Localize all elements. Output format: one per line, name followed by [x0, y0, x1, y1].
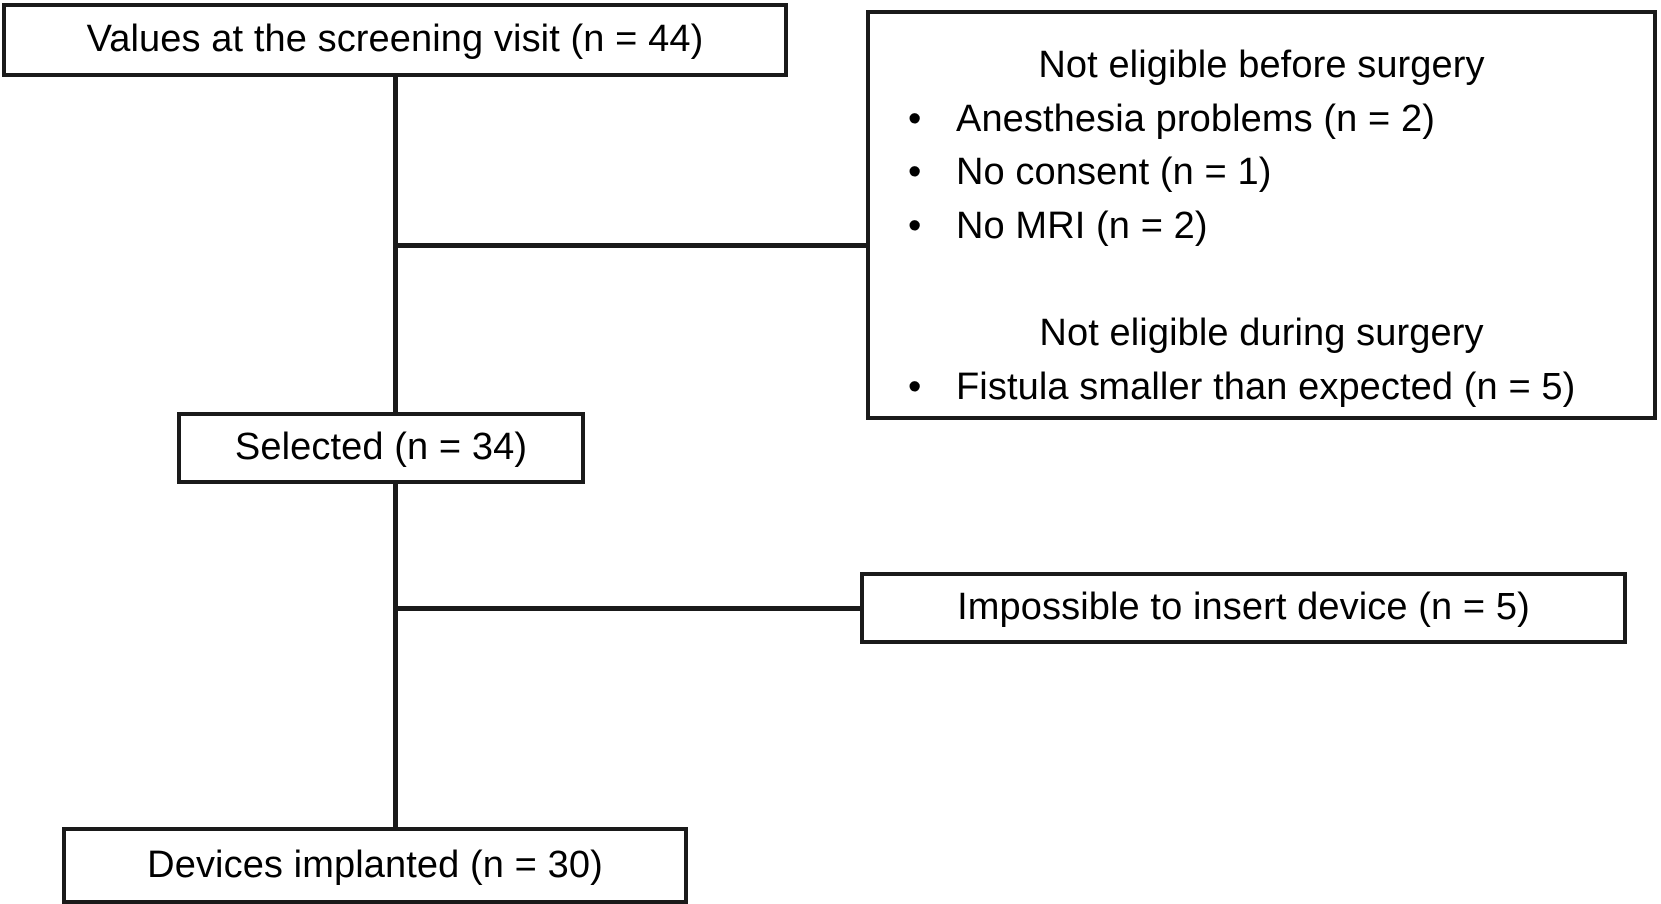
node-impossible-to-insert-device: Impossible to insert device (n = 5)	[860, 572, 1627, 644]
not-eligible-during-list: • Fistula smaller than expected (n = 5)	[884, 364, 1639, 412]
not-eligible-before-heading: Not eligible before surgery	[1038, 44, 1485, 86]
list-item-label: No MRI (n = 2)	[956, 204, 1208, 247]
node-label: Values at the screening visit (n = 44)	[86, 18, 704, 61]
node-devices-implanted: Devices implanted (n = 30)	[62, 827, 688, 904]
bullet-icon: •	[908, 97, 922, 140]
list-item-label: No consent (n = 1)	[956, 151, 1272, 193]
node-label: Impossible to insert device (n = 5)	[957, 586, 1530, 629]
node-label: Selected (n = 34)	[234, 426, 528, 469]
not-eligible-during-heading: Not eligible during surgery	[1039, 312, 1484, 354]
bullet-icon: •	[908, 204, 922, 247]
not-eligible-before-list: • Anesthesia problems (n = 2) • No conse…	[884, 96, 1639, 251]
list-item: • Fistula smaller than expected (n = 5)	[898, 364, 1639, 412]
list-item: • Anesthesia problems (n = 2)	[898, 96, 1639, 144]
bullet-icon: •	[908, 151, 922, 193]
list-item-label: Anesthesia problems (n = 2)	[956, 97, 1435, 140]
section-spacer	[884, 256, 1639, 302]
node-label: Devices implanted (n = 30)	[147, 843, 603, 886]
list-item: • No consent (n = 1)	[898, 149, 1639, 197]
node-values-at-screening-visit: Values at the screening visit (n = 44)	[2, 3, 788, 77]
node-not-eligible: Not eligible before surgery • Anesthesia…	[866, 10, 1657, 420]
connector-spine-selected-to-implanted	[393, 484, 398, 828]
node-selected: Selected (n = 34)	[177, 412, 585, 484]
list-item: • No MRI (n = 2)	[898, 203, 1639, 251]
connector-branch-not-eligible	[393, 243, 868, 248]
connector-branch-impossible	[393, 606, 862, 611]
bullet-icon: •	[908, 365, 922, 408]
list-item-label: Fistula smaller than expected (n = 5)	[956, 365, 1576, 408]
